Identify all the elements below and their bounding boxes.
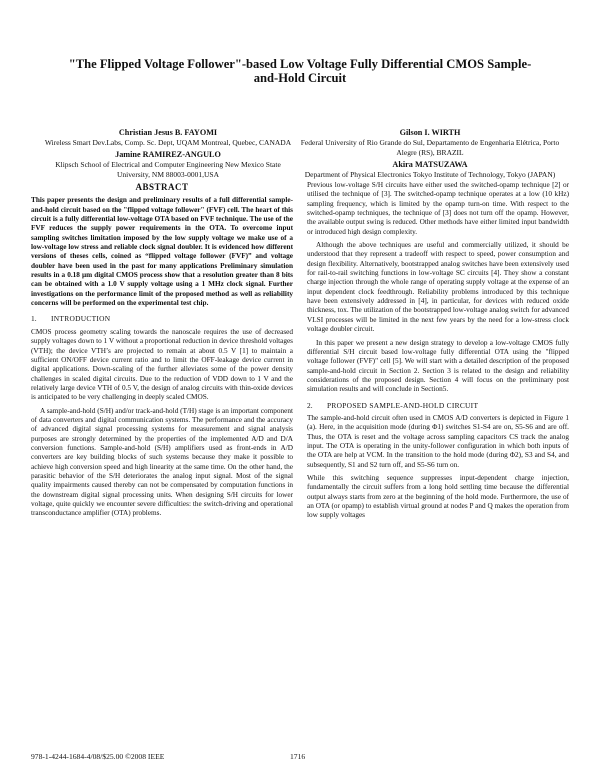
author-name: Christian Jesus B. FAYOMI xyxy=(118,128,218,137)
page-number: 1716 xyxy=(290,752,306,761)
author-name: Gilson I. WIRTH xyxy=(399,128,461,137)
section-heading: 2. PROPOSED SAMPLE-AND-HOLD CIRCUIT xyxy=(307,401,569,410)
authors-left: Christian Jesus B. FAYOMI Wireless Smart… xyxy=(38,128,298,182)
author-block: Jamine RAMIREZ-ANGULO Klipsch School of … xyxy=(38,150,298,180)
author-name: Akira MATSUZAWA xyxy=(392,160,468,169)
body-paragraph: Previous low-voltage S/H circuits have e… xyxy=(307,181,569,236)
author-name: Jamine RAMIREZ-ANGULO xyxy=(115,150,221,159)
abstract-heading: ABSTRACT xyxy=(135,182,189,192)
body-paragraph: In this paper we present a new design st… xyxy=(307,338,569,394)
author-block: Gilson I. WIRTH Federal University of Ri… xyxy=(300,128,560,158)
left-column: ABSTRACT This paper presents the design … xyxy=(31,181,293,523)
right-column: Previous low-voltage S/H circuits have e… xyxy=(307,181,569,525)
section-title: INTRODUCTION xyxy=(51,314,111,324)
author-affiliation: Department of Physical Electronics Tokyo… xyxy=(304,170,556,179)
body-paragraph: Although the above techniques are useful… xyxy=(307,241,569,334)
author-block: Akira MATSUZAWA Department of Physical E… xyxy=(300,160,560,180)
body-paragraph: A sample-and-hold (S/H) and/or track-and… xyxy=(31,406,293,518)
author-block: Christian Jesus B. FAYOMI Wireless Smart… xyxy=(38,128,298,148)
abstract-text: This paper presents the design and preli… xyxy=(31,196,293,308)
section-heading: 1. INTRODUCTION xyxy=(31,314,293,323)
body-paragraph: CMOS process geometry scaling towards th… xyxy=(31,327,293,402)
author-affiliation: Wireless Smart Dev.Labs, Comp. Sc. Dept,… xyxy=(44,138,292,147)
paper-title: "The Flipped Voltage Follower"-based Low… xyxy=(68,57,532,85)
section-number: 1. xyxy=(31,314,37,324)
section-title: PROPOSED SAMPLE-AND-HOLD CIRCUIT xyxy=(327,400,479,410)
body-paragraph: The sample-and-hold circuit often used i… xyxy=(307,413,569,469)
authors-right: Gilson I. WIRTH Federal University of Ri… xyxy=(300,128,560,182)
copyright-footer: 978-1-4244-1684-4/08/$25.00 ©2008 IEEE xyxy=(31,752,165,761)
author-affiliation: Federal University of Rio Grande do Sul,… xyxy=(300,138,560,157)
author-affiliation: Klipsch School of Electrical and Compute… xyxy=(55,160,281,179)
body-paragraph: While this switching sequence suppresses… xyxy=(307,473,569,520)
section-number: 2. xyxy=(307,400,313,410)
